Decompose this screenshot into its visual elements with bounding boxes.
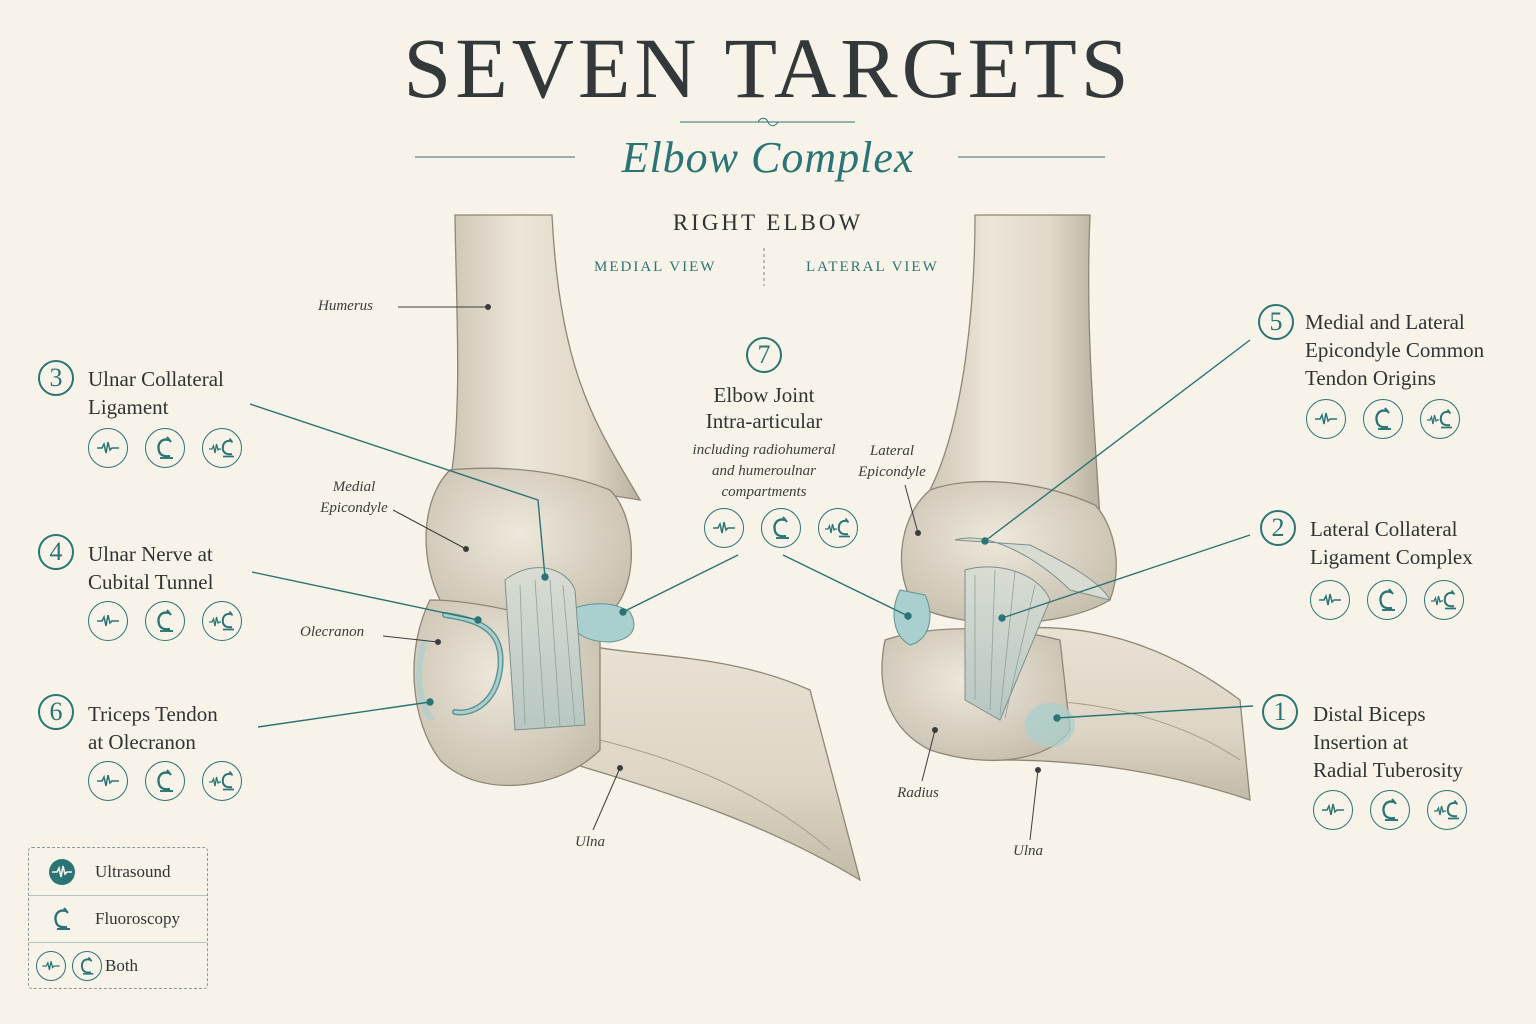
- target-5-number: 5: [1258, 304, 1294, 340]
- ultrasound-icon: [704, 508, 744, 548]
- target-1-icons: [1313, 790, 1467, 830]
- biceps-insertion: [1025, 703, 1075, 747]
- target-6-icons: [88, 761, 242, 801]
- legend-row-both: Both: [29, 942, 207, 989]
- fluoroscopy-icon: [145, 601, 185, 641]
- label-ulna-right: Ulna: [1013, 843, 1043, 859]
- ultrasound-icon: [88, 601, 128, 641]
- legend: Ultrasound Fluoroscopy: [28, 847, 208, 989]
- legend-label-both: Both: [105, 956, 139, 975]
- legend-label-ultrasound: Ultrasound: [95, 861, 171, 881]
- medial-view-elbow: [413, 214, 862, 882]
- lateral-view-elbow: [881, 214, 1251, 801]
- both-icon: [818, 508, 858, 548]
- view-title: RIGHT ELBOW: [672, 210, 864, 235]
- humerus-right: [929, 214, 1101, 521]
- legend-row-fluoroscopy: Fluoroscopy: [29, 895, 207, 942]
- fluoroscopy-icon: [145, 428, 185, 468]
- both-icon: [1424, 580, 1464, 620]
- lateral-view-label: LATERAL VIEW: [806, 259, 939, 275]
- fluoroscopy-icon: [72, 951, 102, 981]
- ultrasound-icon: [1310, 580, 1350, 620]
- label-medial-epicondyle: Medial Epicondyle: [320, 479, 388, 516]
- header-ornament: [415, 117, 1105, 158]
- anatomy-leaders: [382, 304, 1041, 841]
- both-icon: [202, 601, 242, 641]
- fluoroscopy-icon: [1363, 399, 1403, 439]
- target-3-icons: [88, 428, 242, 468]
- both-icon: [202, 761, 242, 801]
- ultrasound-icon: [88, 428, 128, 468]
- both-icon: [1427, 790, 1467, 830]
- target-leaders: [249, 339, 1254, 728]
- fluoroscopy-icon: [1367, 580, 1407, 620]
- page-title: SEVEN TARGETS: [403, 20, 1133, 116]
- humerus-left: [451, 214, 642, 501]
- both-icon: [1420, 399, 1460, 439]
- target-4-number: 4: [38, 534, 74, 570]
- target-5-icons: [1306, 399, 1460, 439]
- label-humerus: Humerus: [318, 298, 373, 314]
- fluoroscopy-icon: [145, 761, 185, 801]
- ultrasound-icon: [88, 761, 128, 801]
- label-lateral-epicondyle: Lateral Epicondyle: [858, 443, 926, 480]
- ultrasound-icon: [49, 858, 75, 885]
- target-3-number: 3: [38, 360, 74, 396]
- target-1-number: 1: [1262, 694, 1298, 730]
- label-ulna-left: Ulna: [575, 834, 605, 850]
- target-2-number: 2: [1260, 510, 1296, 546]
- target-2-icons: [1310, 580, 1464, 620]
- target-7-icons: [704, 508, 858, 548]
- ultrasound-icon: [36, 951, 66, 981]
- ultrasound-icon: [1306, 399, 1346, 439]
- target-7-number: 7: [746, 337, 782, 373]
- fluoroscopy-icon: [54, 907, 70, 930]
- both-icon: [202, 428, 242, 468]
- fluoroscopy-icon: [761, 508, 801, 548]
- label-radius: Radius: [897, 785, 939, 801]
- target-6-number: 6: [38, 694, 74, 730]
- forearm-left: [559, 639, 862, 882]
- label-olecranon: Olecranon: [300, 624, 365, 640]
- medial-view-label: MEDIAL VIEW: [594, 259, 717, 275]
- common-tendon-origin: [954, 537, 1111, 601]
- ultrasound-icon: [1313, 790, 1353, 830]
- legend-row-ultrasound: Ultrasound: [29, 848, 207, 895]
- target-4-icons: [88, 601, 242, 641]
- page-subtitle: Elbow Complex: [621, 133, 915, 182]
- fluoroscopy-icon: [1370, 790, 1410, 830]
- joint-cartilage-left: [564, 603, 635, 643]
- legend-label-fluoroscopy: Fluoroscopy: [95, 909, 180, 928]
